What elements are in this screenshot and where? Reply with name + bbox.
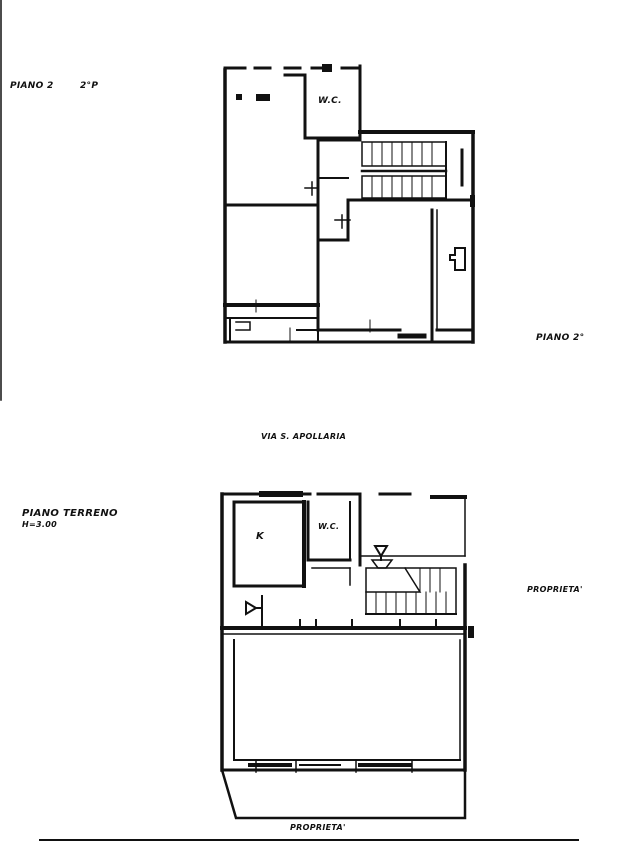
ground-floor-label: PIANO TERRENO xyxy=(22,508,118,519)
street-label: VIA S. APOLLARIA xyxy=(261,432,347,441)
floor-2-left-label: PIANO 2 xyxy=(10,81,54,91)
lower-wc-label: W.C. xyxy=(318,522,340,531)
ground-floor-plan xyxy=(220,491,474,820)
ground-floor-height-label: H=3.00 xyxy=(22,520,57,529)
upper-floor-plan xyxy=(0,0,475,401)
property-bottom-label: PROPRIETA' xyxy=(290,823,346,832)
floor-2-sub-label: 2°P xyxy=(80,81,99,91)
floor-2-right-label: PIANO 2° xyxy=(536,333,585,343)
property-right-label: PROPRIETA' xyxy=(527,585,583,594)
kitchen-label: K xyxy=(256,531,265,542)
upper-wc-label: W.C. xyxy=(318,96,342,106)
